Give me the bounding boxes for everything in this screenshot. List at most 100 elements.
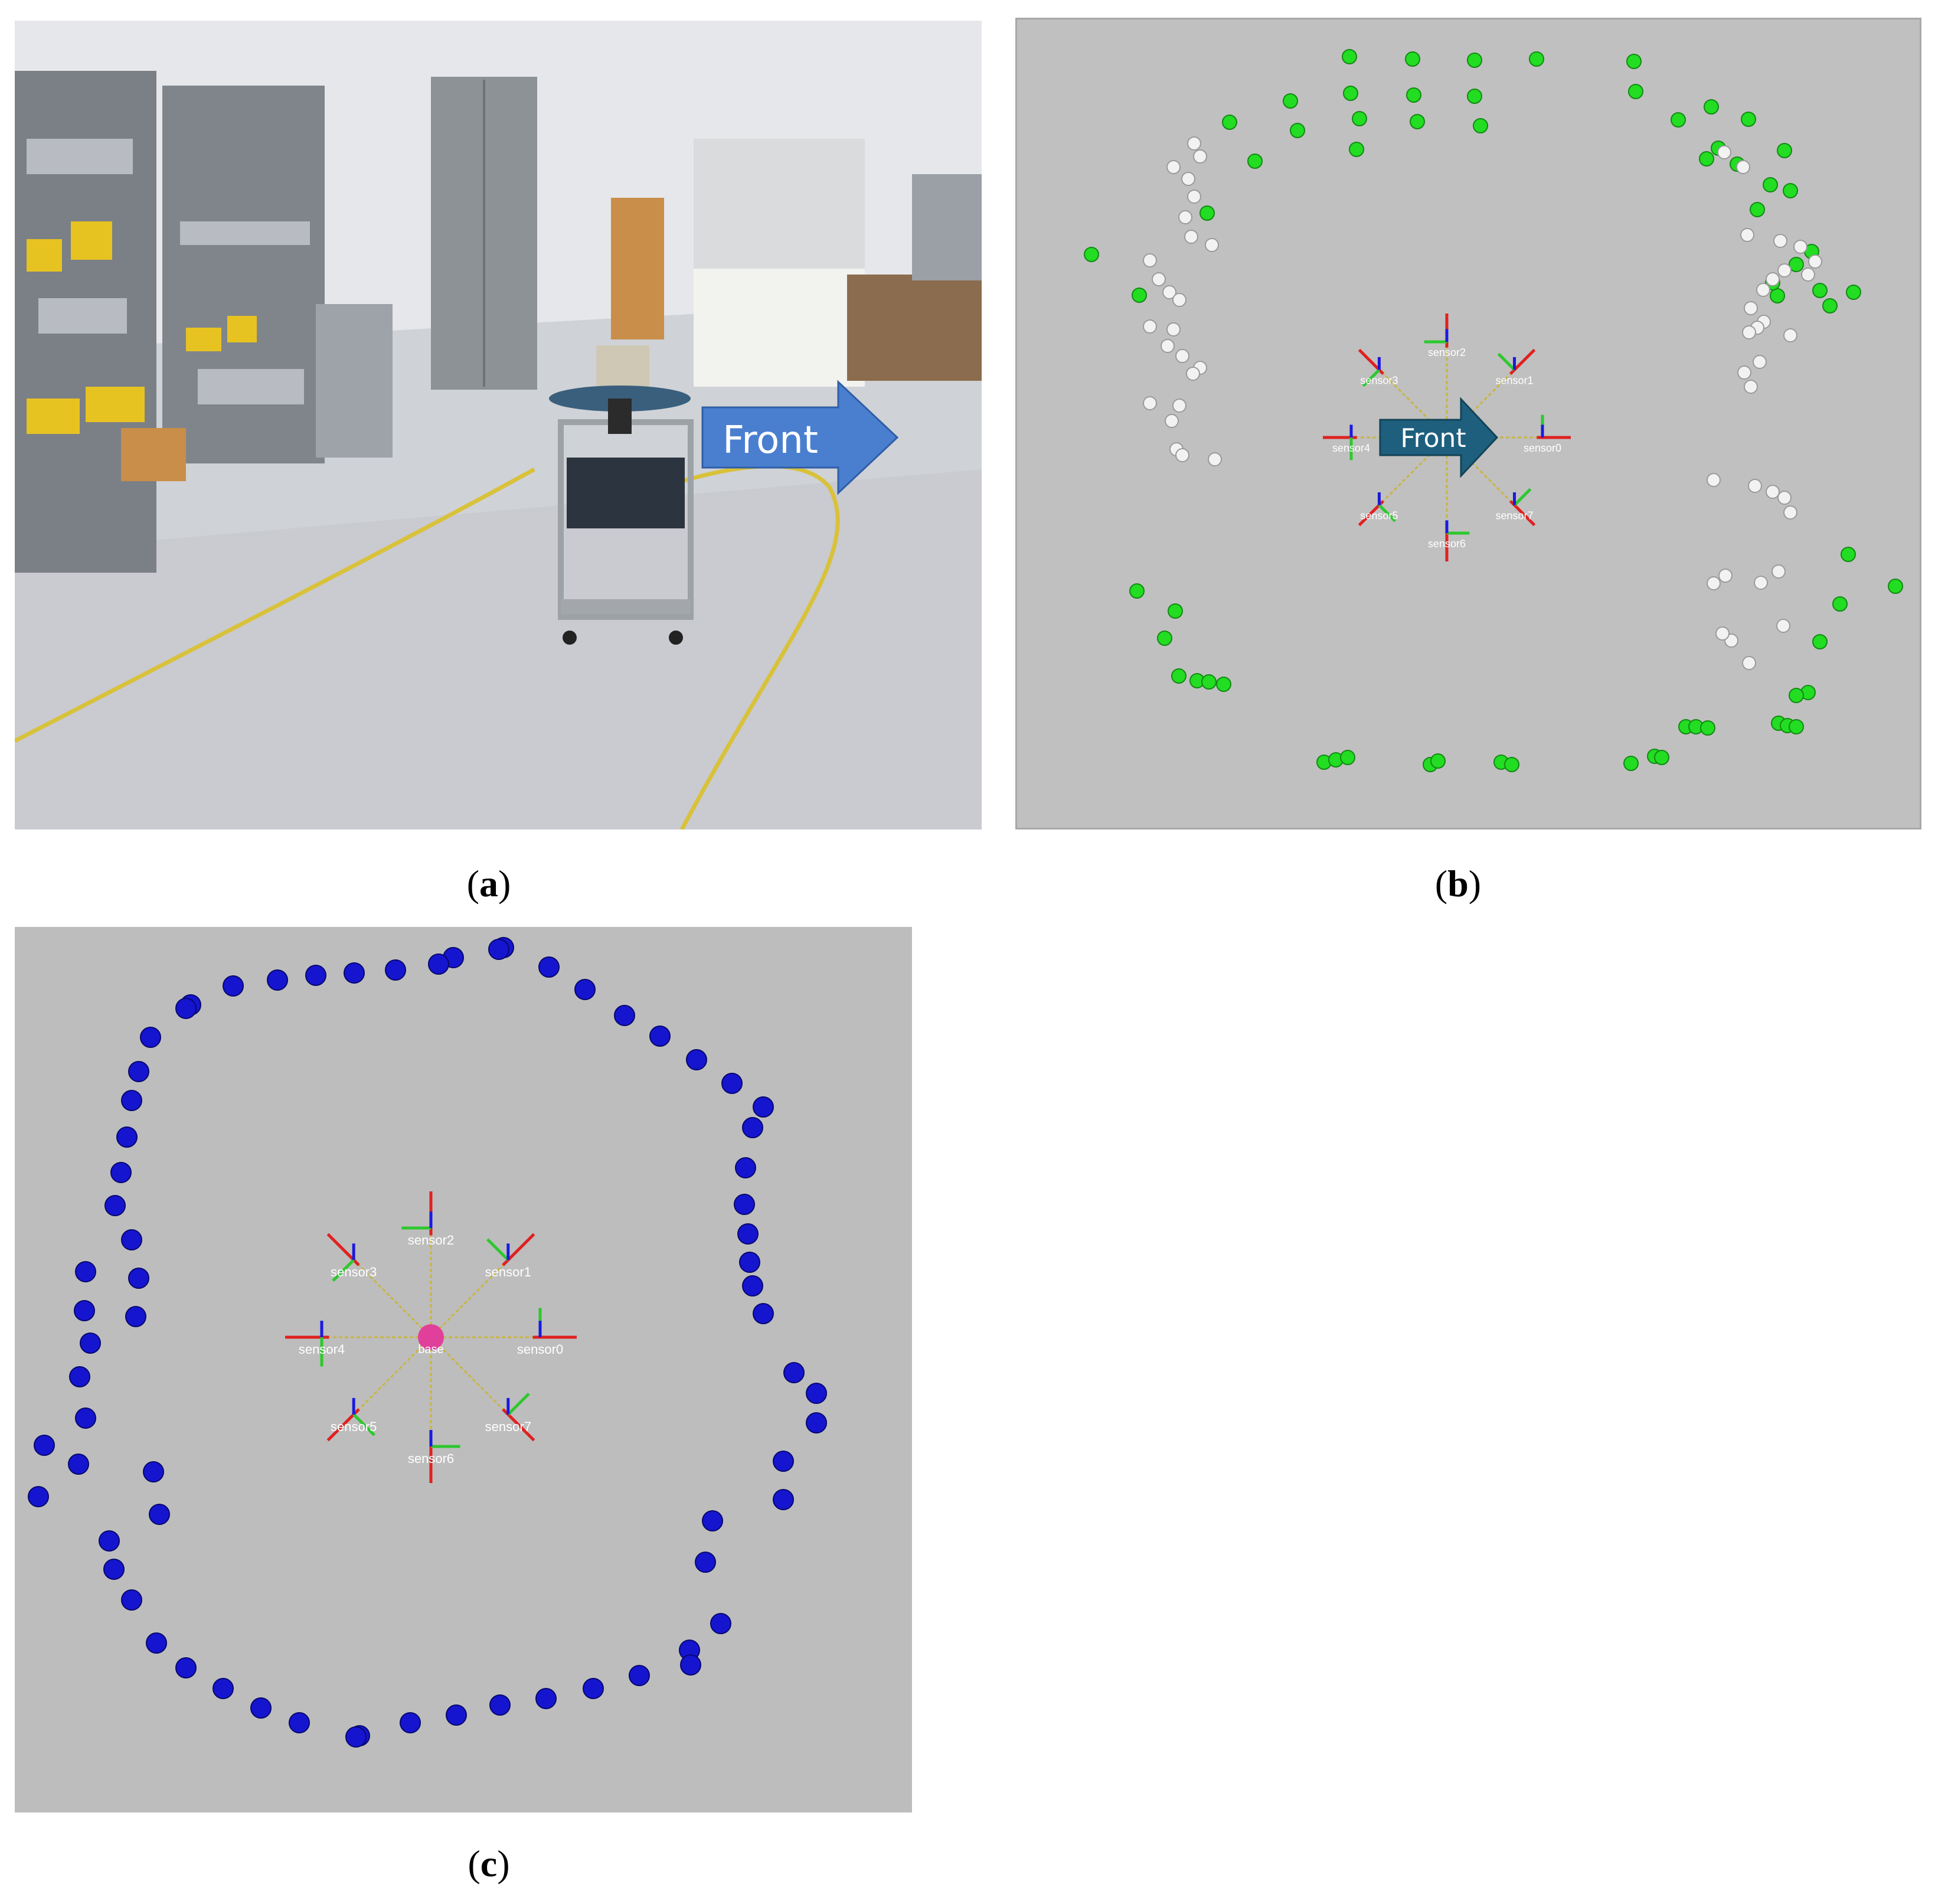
white-point bbox=[1178, 210, 1192, 224]
blue-point bbox=[753, 1096, 774, 1118]
y-axis bbox=[1378, 504, 1397, 522]
blue-point bbox=[344, 962, 365, 984]
white-point bbox=[1166, 322, 1181, 337]
sensor-label: sensor0 bbox=[517, 1342, 563, 1357]
green-point bbox=[1352, 111, 1367, 126]
blue-point bbox=[489, 1694, 511, 1716]
blue-point bbox=[574, 979, 596, 1000]
green-point bbox=[1247, 154, 1263, 169]
caption-a: (a) bbox=[466, 863, 511, 904]
blue-point bbox=[739, 1252, 760, 1273]
white-point bbox=[1172, 399, 1187, 413]
white-point bbox=[1737, 365, 1751, 380]
sensor-ray bbox=[1378, 369, 1448, 439]
blue-point bbox=[742, 1275, 763, 1296]
sensor-ray bbox=[430, 1259, 509, 1338]
green-point bbox=[1157, 631, 1172, 646]
sensor-label: sensor6 bbox=[1428, 538, 1466, 550]
white-point bbox=[1742, 656, 1756, 670]
white-point bbox=[1754, 576, 1768, 590]
white-point bbox=[1175, 448, 1189, 462]
blue-point bbox=[74, 1300, 95, 1321]
sensor-label: sensor1 bbox=[1496, 374, 1534, 386]
white-point bbox=[1776, 619, 1790, 633]
green-point bbox=[1704, 99, 1719, 115]
white-point bbox=[1766, 485, 1780, 499]
white-point bbox=[1186, 367, 1200, 381]
lab-photo: Front bbox=[15, 21, 982, 829]
green-point bbox=[1750, 202, 1765, 217]
white-point bbox=[1771, 564, 1786, 579]
green-point bbox=[1623, 756, 1639, 771]
white-point bbox=[1777, 491, 1792, 505]
blue-point bbox=[34, 1435, 55, 1456]
white-point bbox=[1172, 293, 1187, 307]
green-point bbox=[1201, 674, 1217, 690]
blue-point bbox=[289, 1712, 310, 1733]
green-point bbox=[1222, 115, 1237, 130]
blue-point bbox=[783, 1362, 805, 1383]
blue-point bbox=[753, 1303, 774, 1324]
white-point bbox=[1783, 505, 1797, 520]
blue-point bbox=[28, 1486, 49, 1507]
blue-point bbox=[535, 1688, 557, 1709]
sensor-label: sensor1 bbox=[485, 1265, 531, 1279]
sensor-frame: sensor7 bbox=[1496, 488, 1536, 527]
blue-point bbox=[175, 1657, 197, 1678]
lab-photo-illustration: Front bbox=[15, 21, 982, 829]
base-marker bbox=[418, 1324, 444, 1350]
green-point bbox=[1628, 84, 1643, 99]
y-axis bbox=[1497, 352, 1516, 371]
green-point bbox=[1888, 579, 1903, 594]
green-point bbox=[1770, 288, 1785, 303]
green-point bbox=[1777, 143, 1792, 158]
white-point bbox=[1717, 145, 1731, 159]
blue-point bbox=[649, 1026, 671, 1047]
white-point bbox=[1801, 267, 1815, 282]
green-point bbox=[1342, 49, 1357, 64]
blue-point bbox=[140, 1027, 161, 1048]
green-point bbox=[1430, 753, 1446, 769]
white-point bbox=[1744, 301, 1758, 315]
base-label: base bbox=[418, 1343, 443, 1356]
white-point bbox=[1808, 254, 1822, 269]
white-point bbox=[1143, 396, 1157, 410]
blue-point bbox=[125, 1306, 146, 1327]
x-axis bbox=[326, 1408, 360, 1442]
green-point bbox=[1789, 257, 1804, 272]
sensor-frame: sensor4 bbox=[1323, 424, 1370, 461]
sensor-frame: sensor1 bbox=[1496, 348, 1536, 386]
green-point bbox=[1343, 86, 1358, 101]
white-point bbox=[1793, 240, 1807, 254]
green-point bbox=[1283, 93, 1298, 109]
green-point bbox=[1340, 750, 1355, 765]
blue-point bbox=[121, 1589, 142, 1611]
sensor-ray bbox=[353, 1259, 432, 1338]
blue-point bbox=[400, 1712, 421, 1733]
blue-point bbox=[538, 956, 560, 978]
blue-point bbox=[773, 1489, 794, 1510]
blue-point bbox=[614, 1005, 635, 1026]
blue-point bbox=[742, 1117, 763, 1138]
blue-point bbox=[116, 1126, 138, 1148]
white-point bbox=[1184, 230, 1198, 244]
green-point bbox=[1504, 757, 1519, 772]
front-arrow-label-b: Front bbox=[1400, 423, 1466, 453]
white-point bbox=[1152, 272, 1166, 286]
sensor-label: sensor2 bbox=[408, 1233, 454, 1247]
sensor-frame: sensor2 bbox=[401, 1191, 454, 1247]
green-point bbox=[1410, 114, 1425, 129]
green-point bbox=[1129, 583, 1145, 599]
sensor-frame: sensor3 bbox=[326, 1233, 377, 1282]
blue-point bbox=[629, 1665, 650, 1686]
blue-point bbox=[702, 1510, 723, 1531]
green-point bbox=[1789, 719, 1804, 734]
sensor-label: sensor2 bbox=[1428, 347, 1466, 358]
sensor-ray bbox=[430, 1336, 509, 1415]
blue-point bbox=[250, 1697, 272, 1719]
blue-point bbox=[446, 1704, 467, 1726]
blue-point bbox=[121, 1090, 142, 1111]
sensor-frame: sensor6 bbox=[408, 1430, 460, 1483]
green-point bbox=[1671, 112, 1686, 128]
sensor-frame: sensor1 bbox=[485, 1233, 535, 1279]
